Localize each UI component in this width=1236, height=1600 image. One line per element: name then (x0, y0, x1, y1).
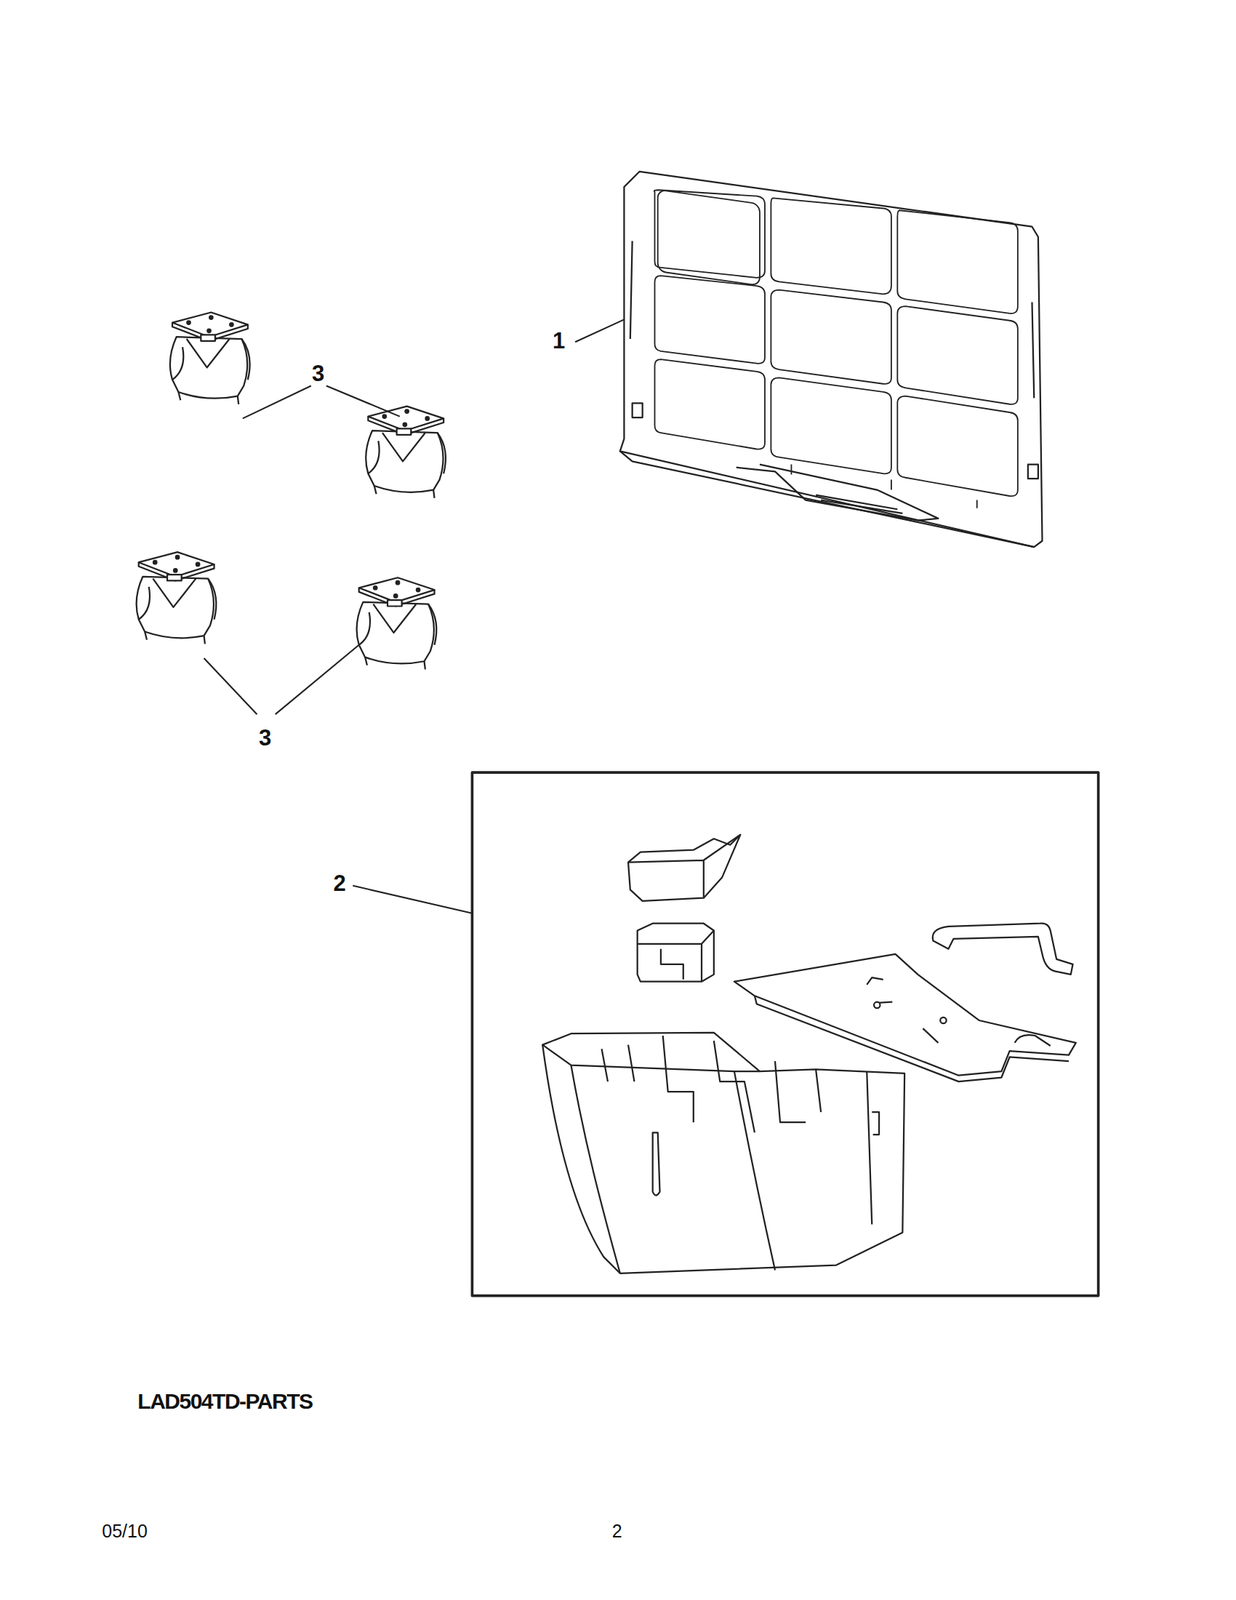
caster-wheels (136, 312, 446, 670)
callout-number: 2 (332, 871, 346, 895)
callout-number: 1 (552, 329, 565, 352)
filter-mesh (654, 189, 1018, 509)
date-code: 05/10 (101, 1521, 148, 1540)
page-number: 2 (612, 1521, 623, 1540)
callout-number: 3 (311, 362, 325, 385)
model-parts-title: LAD504TD-PARTS (137, 1390, 312, 1412)
air-filter (620, 171, 1043, 547)
water-bucket-assembly (471, 772, 1098, 1296)
callout-number: 3 (258, 726, 272, 749)
